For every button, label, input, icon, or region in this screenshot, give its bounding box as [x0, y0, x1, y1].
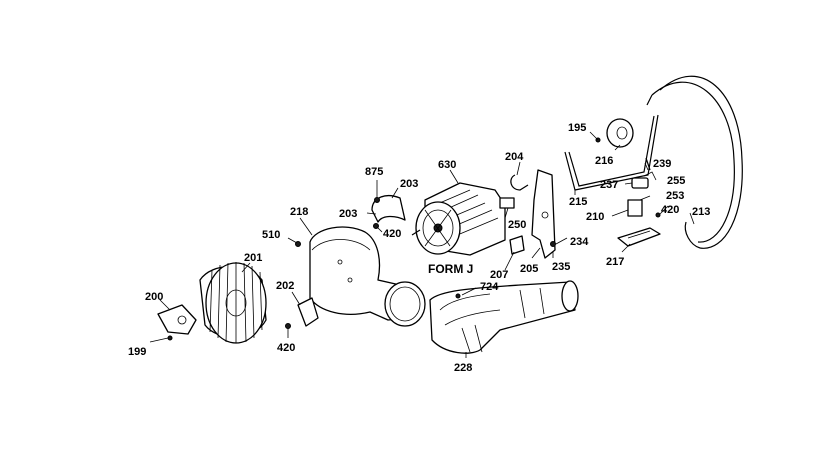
callout-875: 875: [365, 166, 383, 178]
callout-213: 213: [692, 206, 710, 218]
callout-199: 199: [128, 346, 146, 358]
form-label: FORM J: [428, 262, 473, 276]
callout-253: 253: [666, 190, 684, 202]
idler-arm: [564, 114, 659, 191]
callout-235: 235: [552, 261, 570, 273]
callout-200: 200: [145, 291, 163, 303]
blower-wheel: [199, 262, 267, 344]
callout-420-right: 420: [661, 204, 679, 216]
callout-218: 218: [290, 206, 308, 218]
motor-clamp: [371, 195, 406, 229]
callout-217: 217: [606, 256, 624, 268]
callout-205: 205: [520, 263, 538, 275]
callout-420-left: 420: [277, 342, 295, 354]
callout-255: 255: [667, 175, 685, 187]
blower-plate: [157, 304, 197, 341]
callout-203-left: 203: [339, 208, 357, 220]
motor-bracket: [509, 169, 556, 259]
drum-belt: [646, 75, 743, 249]
idler-pulley: [595, 118, 634, 148]
callout-239: 239: [653, 158, 671, 170]
callout-210: 210: [586, 211, 604, 223]
callout-202: 202: [276, 280, 294, 292]
idler-hardware: [617, 157, 661, 247]
exhaust-duct: [429, 280, 579, 354]
callout-201: 201: [244, 252, 262, 264]
callout-215: 215: [569, 196, 587, 208]
callout-250: 250: [508, 219, 526, 231]
leader-lines: [149, 131, 695, 358]
callout-234: 234: [570, 236, 589, 248]
callout-207: 207: [490, 269, 508, 281]
callout-228: 228: [454, 362, 472, 374]
callout-203-top: 203: [400, 178, 418, 190]
callout-237: 237: [600, 179, 618, 191]
callout-216: 216: [595, 155, 613, 167]
callout-420-motor: 420: [383, 228, 401, 240]
drive-motor: [411, 182, 515, 256]
callout-630: 630: [438, 159, 456, 171]
blower-housing: [295, 226, 426, 327]
callout-724: 724: [480, 281, 499, 293]
callout-204: 204: [505, 151, 524, 163]
clip-bracket: [285, 297, 319, 329]
callout-510: 510: [262, 229, 280, 241]
callout-195: 195: [568, 122, 586, 134]
callout-labels: 195 216 239 255 237 253 215 210 420 213 …: [128, 122, 710, 374]
